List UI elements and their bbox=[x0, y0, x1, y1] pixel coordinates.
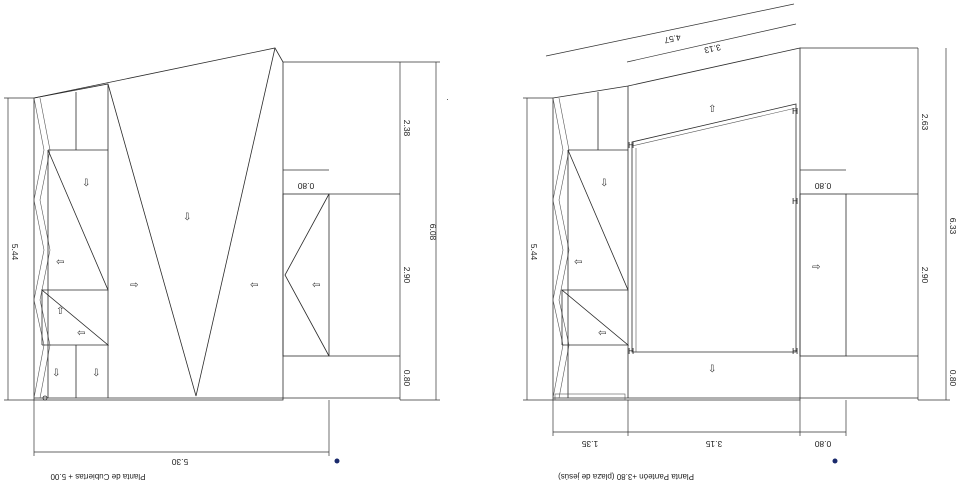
right-marker-dot bbox=[832, 458, 838, 464]
right-dim-slope-outer-line bbox=[545, 3, 795, 57]
left-stray-dot: · bbox=[446, 94, 449, 104]
right-arrow-left-2: ⇦ bbox=[598, 328, 606, 339]
right-dim-bottom-right: 0.80 bbox=[814, 439, 831, 449]
right-beam-mark-1: H bbox=[628, 140, 634, 150]
left-dim-seg-bottom: 0.80 bbox=[402, 370, 412, 387]
left-edge-zigzag-2 bbox=[39, 97, 51, 399]
right-dim-total-height: 5.44 bbox=[529, 244, 539, 261]
left-cells-diagonals bbox=[40, 149, 110, 346]
left-arrow-right-1: ⇨ bbox=[130, 280, 138, 291]
right-dim-bottom-mid: 3.15 bbox=[705, 439, 722, 449]
left-marker-dot bbox=[334, 458, 340, 464]
right-dim-offset: 0.80 bbox=[814, 181, 831, 191]
right-edge-zigzag-2 bbox=[558, 97, 570, 399]
left-outline bbox=[33, 47, 284, 401]
left-dim-seg-mid: 2.90 bbox=[402, 267, 412, 284]
left-arrow-down-2: ⇩ bbox=[183, 212, 191, 223]
right-edge-zigzag bbox=[552, 97, 564, 399]
right-hall bbox=[631, 103, 797, 353]
left-dim-total-height: 5.44 bbox=[10, 244, 20, 261]
right-plan-caption: Planta Panteón +3.80 (plaza de jesús) bbox=[558, 472, 694, 481]
left-arrow-left-3: ⇦ bbox=[312, 280, 320, 291]
left-arrow-left-4: ⇦ bbox=[77, 328, 85, 339]
left-skylight-box bbox=[282, 193, 330, 357]
right-beam-mark-4: H bbox=[792, 196, 798, 206]
left-arrow-down-4: ⇩ bbox=[92, 368, 100, 379]
right-dim-seg-mid: 2.90 bbox=[920, 267, 930, 284]
right-dim-overall: 6.33 bbox=[948, 218, 958, 235]
left-edge-zigzag bbox=[33, 97, 45, 399]
left-roof-fold bbox=[33, 47, 276, 397]
left-arrow-left-2: ⇦ bbox=[250, 280, 258, 291]
left-arrow-down-1: ⇩ bbox=[82, 178, 90, 189]
right-threshold bbox=[554, 393, 626, 401]
right-hall-beam bbox=[631, 107, 797, 147]
right-cells-diagonals bbox=[560, 149, 630, 346]
right-dim-bottom-left: 1.35 bbox=[581, 439, 598, 449]
right-beam-mark-5: H bbox=[792, 346, 798, 356]
right-dim-seg-top: 2.63 bbox=[920, 114, 930, 131]
left-arrow-up-1: ⇧ bbox=[56, 306, 64, 317]
right-arrow-down-2: ⇩ bbox=[708, 364, 716, 375]
left-dim-overall: 6.08 bbox=[428, 224, 438, 241]
right-beam-mark-2: H bbox=[628, 346, 634, 356]
right-side-box bbox=[799, 193, 847, 357]
left-arrow-down-3: ⇩ bbox=[52, 368, 60, 379]
left-dim-bottom-width: 5.30 bbox=[171, 457, 188, 467]
right-arrow-up-1: ⇧ bbox=[708, 104, 716, 115]
left-skylight-fold bbox=[284, 193, 330, 357]
right-dim-slope-outer: 4.57 bbox=[663, 32, 682, 45]
right-beam-mark-3: H bbox=[792, 106, 798, 116]
left-dim-offset: 0.80 bbox=[297, 181, 314, 191]
right-arrow-left-1: ⇦ bbox=[574, 257, 582, 268]
left-arrow-left-1: ⇦ bbox=[56, 257, 64, 268]
right-outline bbox=[552, 47, 801, 401]
left-plan-caption: Planta de Cubiertas + 5.00 bbox=[50, 472, 146, 481]
left-roof-plan: ⇩ ⇩ ⇦ ⇨ ⇦ ⇦ ⇧ ⇦ ⇩ ⇩ 5.44 2.38 2.90 0.80 … bbox=[4, 47, 449, 481]
right-arrow-right-1: ⇨ bbox=[812, 262, 820, 273]
right-arrow-down-1: ⇩ bbox=[600, 178, 608, 189]
left-drain bbox=[42, 395, 48, 401]
right-panteon-plan: H H H H H ⇧ ⇩ ⇦ ⇨ ⇦ ⇩ 4.57 3.13 5.44 2.6… bbox=[523, 3, 958, 481]
right-dim-slope-inner: 3.13 bbox=[703, 42, 722, 55]
left-dim-seg-top: 2.38 bbox=[402, 120, 412, 137]
right-dim-slope-inner-line bbox=[626, 23, 797, 63]
right-dim-seg-bottom: 0.80 bbox=[948, 370, 958, 387]
